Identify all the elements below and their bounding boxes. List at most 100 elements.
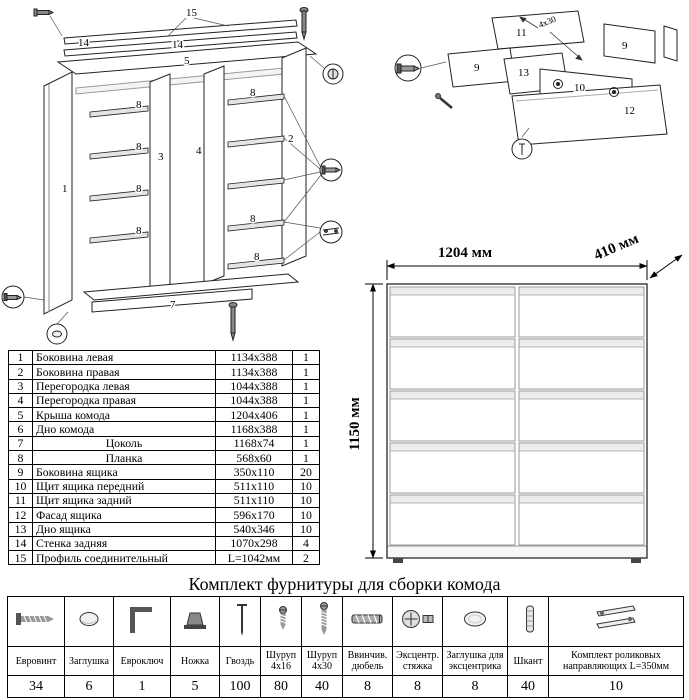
drawer-rails xyxy=(89,93,285,270)
hardware-name: Заглушка для эксцентрика xyxy=(442,646,508,676)
screw-callout-circle xyxy=(394,54,447,82)
depth-dimension xyxy=(649,254,683,279)
part-label-14b: 14 xyxy=(172,39,184,51)
part-label-15: 15 xyxy=(186,7,198,19)
height-dimension-label: 1150 мм xyxy=(347,397,363,450)
part-name: Дно комода xyxy=(32,421,216,437)
part-label-8c: 8 xyxy=(136,183,142,195)
hardware-qty: 34 xyxy=(7,675,65,698)
part-name: Фасад ящика xyxy=(32,507,216,523)
part-qty: 1 xyxy=(292,421,320,437)
screw-callout-circle-left xyxy=(1,285,25,309)
hardware-qty-row: 34 6 1 5 100 80 40 8 8 8 40 10 xyxy=(7,675,684,698)
screw-callout-top-left xyxy=(33,8,55,17)
hardware-qty: 8 xyxy=(442,675,508,698)
part-label-3: 3 xyxy=(158,151,164,163)
drawer-part-labels: 11 9 9 13 10 12 4x30 xyxy=(473,12,637,118)
part-name: Перегородка левая xyxy=(32,378,216,394)
screw-small-icon xyxy=(279,606,287,630)
screw-callout-bottom xyxy=(228,302,238,342)
part-label-7: 7 xyxy=(170,299,176,311)
part-qty: 1 xyxy=(292,392,320,409)
hardware-qty: 8 xyxy=(342,675,393,698)
part-size: 568x60 xyxy=(215,450,293,466)
hardware-name: Шкант xyxy=(507,646,549,676)
hardware-kit-title: Комплект фурнитуры для сборки комода xyxy=(188,574,501,594)
part-qty: 20 xyxy=(292,464,320,480)
cam-cap-icon xyxy=(464,611,486,627)
part-size: 1044x388 xyxy=(215,392,293,409)
part-num: 10 xyxy=(8,478,33,494)
hardware-icon-cell xyxy=(170,596,220,647)
part-num: 6 xyxy=(8,421,33,437)
dimensions-drawing: 1204 мм 410 мм 1150 мм xyxy=(347,231,683,563)
drawer-assembly-diagram: 11 9 9 13 10 12 4x30 xyxy=(394,10,678,160)
cam-lock-icon xyxy=(401,610,433,628)
part-label-9b: 9 xyxy=(474,62,480,74)
screw-large-icon xyxy=(320,602,328,635)
part-name: Боковина левая xyxy=(32,349,216,366)
foot-icon xyxy=(184,612,206,629)
part-label-13: 13 xyxy=(518,67,530,79)
cam-lock-callout-circle xyxy=(322,63,344,85)
part-qty: 1 xyxy=(292,407,320,423)
part-num: 9 xyxy=(8,464,33,480)
part-size: 1134x388 xyxy=(215,349,293,366)
hardware-icon-cell xyxy=(219,596,261,647)
part-name: Щит ящика задний xyxy=(32,492,216,509)
hardware-name: Гвоздь xyxy=(219,646,261,676)
part-label-4: 4 xyxy=(196,145,202,157)
part-size: 1204x406 xyxy=(215,407,293,423)
hardware-name: Евроключ xyxy=(113,646,171,676)
part-label-8b: 8 xyxy=(136,141,142,153)
roller-slides-icon xyxy=(596,605,636,629)
part-label-5: 5 xyxy=(184,55,190,67)
hardware-name: Шуруп 4x16 xyxy=(260,646,302,676)
hardware-icon-cell xyxy=(342,596,393,647)
part-num: 15 xyxy=(8,550,33,566)
part-label-12: 12 xyxy=(624,105,635,117)
hardware-qty: 40 xyxy=(301,675,343,698)
part-label-8f: 8 xyxy=(250,213,256,225)
part-num: 12 xyxy=(8,507,33,523)
hardware-name: Комплект роликовых направляющих L=350мм xyxy=(548,646,684,676)
part-size: 596x170 xyxy=(215,507,293,523)
cabinet-frame-panels xyxy=(43,19,318,315)
hardware-name: Евровинт xyxy=(7,646,65,676)
part-num: 11 xyxy=(8,492,33,509)
part-qty: 1 xyxy=(292,435,320,452)
part-size: 350x110 xyxy=(215,464,293,480)
hardware-icon-cell xyxy=(442,596,508,647)
part-name: Дно ящика xyxy=(32,521,216,537)
cabinet-body-outline xyxy=(386,283,648,559)
part-label-1: 1 xyxy=(62,183,68,195)
cap-callout-circle-left xyxy=(46,323,68,345)
part-size: L=1042мм xyxy=(215,550,293,566)
part-size: 511x110 xyxy=(215,478,293,494)
height-dimension xyxy=(365,283,383,559)
hardware-name: Ввинчив. дюбель xyxy=(342,646,393,676)
hardware-qty: 6 xyxy=(64,675,114,698)
angled-screw xyxy=(435,93,453,109)
drawer-fronts xyxy=(389,286,645,546)
hardware-name: Эксцентр. стяжка xyxy=(392,646,443,676)
hardware-name: Заглушка xyxy=(64,646,114,676)
part-num: 7 xyxy=(8,435,33,452)
part-name: Боковина правая xyxy=(32,364,216,380)
part-num: 2 xyxy=(8,364,33,380)
hardware-icon-cell xyxy=(507,596,549,647)
hardware-qty: 5 xyxy=(170,675,220,698)
hardware-qty: 1 xyxy=(113,675,171,698)
nail-icon xyxy=(237,604,247,636)
part-name: Щит ящика передний xyxy=(32,478,216,494)
part-size: 1168x388 xyxy=(215,421,293,437)
rail-callout-circle-right xyxy=(319,220,343,244)
